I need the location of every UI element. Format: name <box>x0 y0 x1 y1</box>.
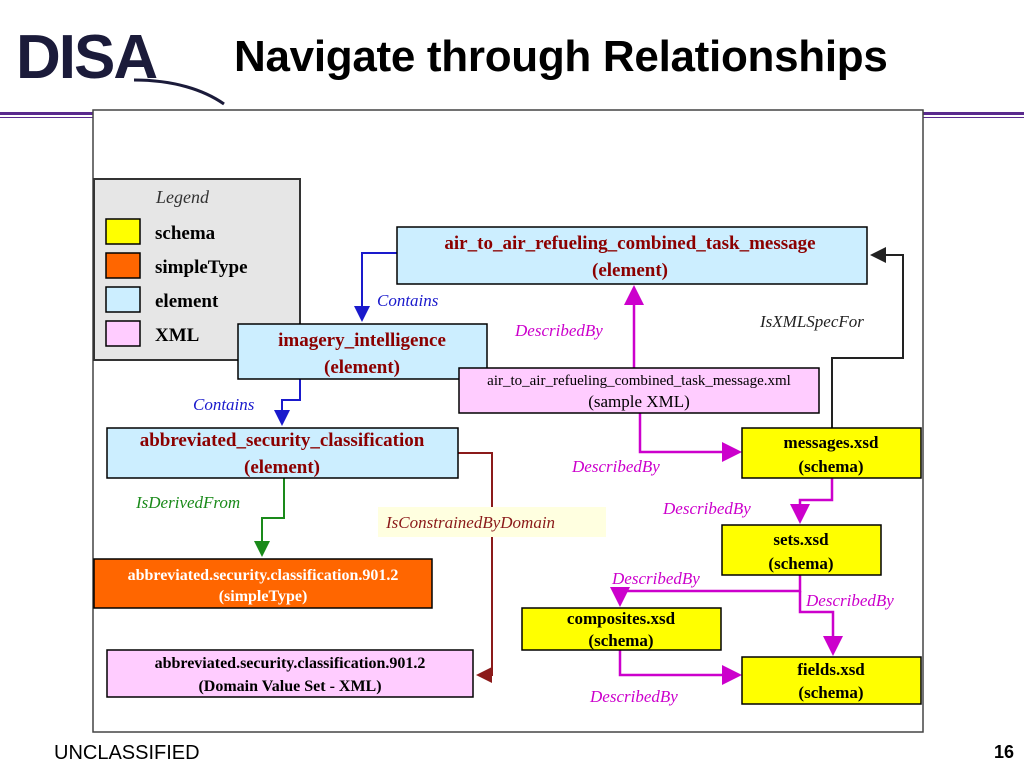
node-simple-type: abbreviated.security.classification.901.… <box>93 558 433 609</box>
node-fields-xsd: fields.xsd (schema) <box>741 656 922 705</box>
node-type: (sample XML) <box>588 392 690 411</box>
logo-swoosh <box>133 78 225 106</box>
node-composites-xsd: composites.xsd (schema) <box>521 607 722 651</box>
legend-label-schema: schema <box>155 223 216 244</box>
disa-logo: DISA <box>16 23 225 106</box>
legend-title: Legend <box>155 187 210 207</box>
node-title: imagery_intelligence <box>278 330 446 351</box>
edge-label-is-xml-spec-for: IsXMLSpecFor <box>759 312 864 331</box>
edge-label-described-by-5: DescribedBy <box>805 591 894 610</box>
node-type: (schema) <box>768 554 833 573</box>
legend-swatch-xml <box>105 320 141 347</box>
node-type: (Domain Value Set - XML) <box>198 678 381 695</box>
edge-label-described-by-6: DescribedBy <box>589 687 678 706</box>
legend-swatch-simpletype <box>105 252 141 279</box>
legend-label-simpletype: simpleType <box>155 257 248 278</box>
node-combined-task-message-xml: air_to_air_refueling_combined_task_messa… <box>458 367 820 414</box>
node-type: (element) <box>592 260 668 281</box>
legend-label-element: element <box>155 291 219 312</box>
node-type: (element) <box>324 357 400 378</box>
edge-described-by-3 <box>790 478 834 524</box>
node-title: messages.xsd <box>784 433 879 452</box>
edge-label-described-by-4: DescribedBy <box>611 569 700 588</box>
edge-label-described-by-2: DescribedBy <box>571 457 660 476</box>
classification-marking: UNCLASSIFIED <box>54 742 200 764</box>
edge-contains-2 <box>274 379 301 426</box>
node-abbreviated-security-classification: abbreviated_security_classification (ele… <box>106 427 459 479</box>
node-combined-task-message-element: air_to_air_refueling_combined_task_messa… <box>396 226 868 285</box>
node-messages-xsd: messages.xsd (schema) <box>741 427 922 479</box>
edge-described-by-6 <box>618 650 742 685</box>
node-imagery-intelligence: imagery_intelligence (element) <box>237 323 488 380</box>
node-type: (schema) <box>798 457 863 476</box>
node-type: (simpleType) <box>219 588 308 605</box>
node-title: abbreviated_security_classification <box>140 430 425 451</box>
page-title: Navigate through Relationships <box>234 32 888 81</box>
node-sets-xsd: sets.xsd (schema) <box>721 524 882 576</box>
node-type: (schema) <box>588 631 653 650</box>
edge-described-by-5 <box>798 591 843 656</box>
node-title: abbreviated.security.classification.901.… <box>128 567 399 584</box>
edge-label-is-constrained-by-domain: IsConstrainedByDomain <box>385 513 555 532</box>
node-title: air_to_air_refueling_combined_task_messa… <box>487 373 791 389</box>
edge-described-by-2 <box>638 413 742 462</box>
node-domain-value-set: abbreviated.security.classification.901.… <box>106 649 474 698</box>
legend-swatch-element <box>105 286 141 313</box>
legend-label-xml: XML <box>155 325 199 346</box>
edge-label-contains-1: Contains <box>377 291 439 310</box>
edge-is-constrained-by-domain <box>458 452 493 683</box>
node-type: (element) <box>244 457 320 478</box>
edge-contains-1 <box>354 252 397 322</box>
legend-swatch-schema <box>105 218 141 245</box>
node-title: air_to_air_refueling_combined_task_messa… <box>444 233 815 254</box>
node-title: composites.xsd <box>567 609 676 628</box>
edge-label-described-by-1: DescribedBy <box>514 321 603 340</box>
edge-is-xml-spec-for <box>831 247 904 428</box>
node-title: sets.xsd <box>773 530 829 549</box>
edge-label-described-by-3: DescribedBy <box>662 499 751 518</box>
node-title: abbreviated.security.classification.901.… <box>155 655 426 672</box>
node-title: fields.xsd <box>797 660 865 679</box>
page-number: 16 <box>993 742 1014 762</box>
edge-label-bg-is-constrained-by-domain <box>378 507 606 537</box>
edge-is-derived-from <box>254 478 285 557</box>
edge-label-contains-2: Contains <box>193 395 255 414</box>
edge-described-by-4 <box>610 575 802 607</box>
node-type: (schema) <box>798 683 863 702</box>
edge-label-is-derived-from: IsDerivedFrom <box>135 493 240 512</box>
